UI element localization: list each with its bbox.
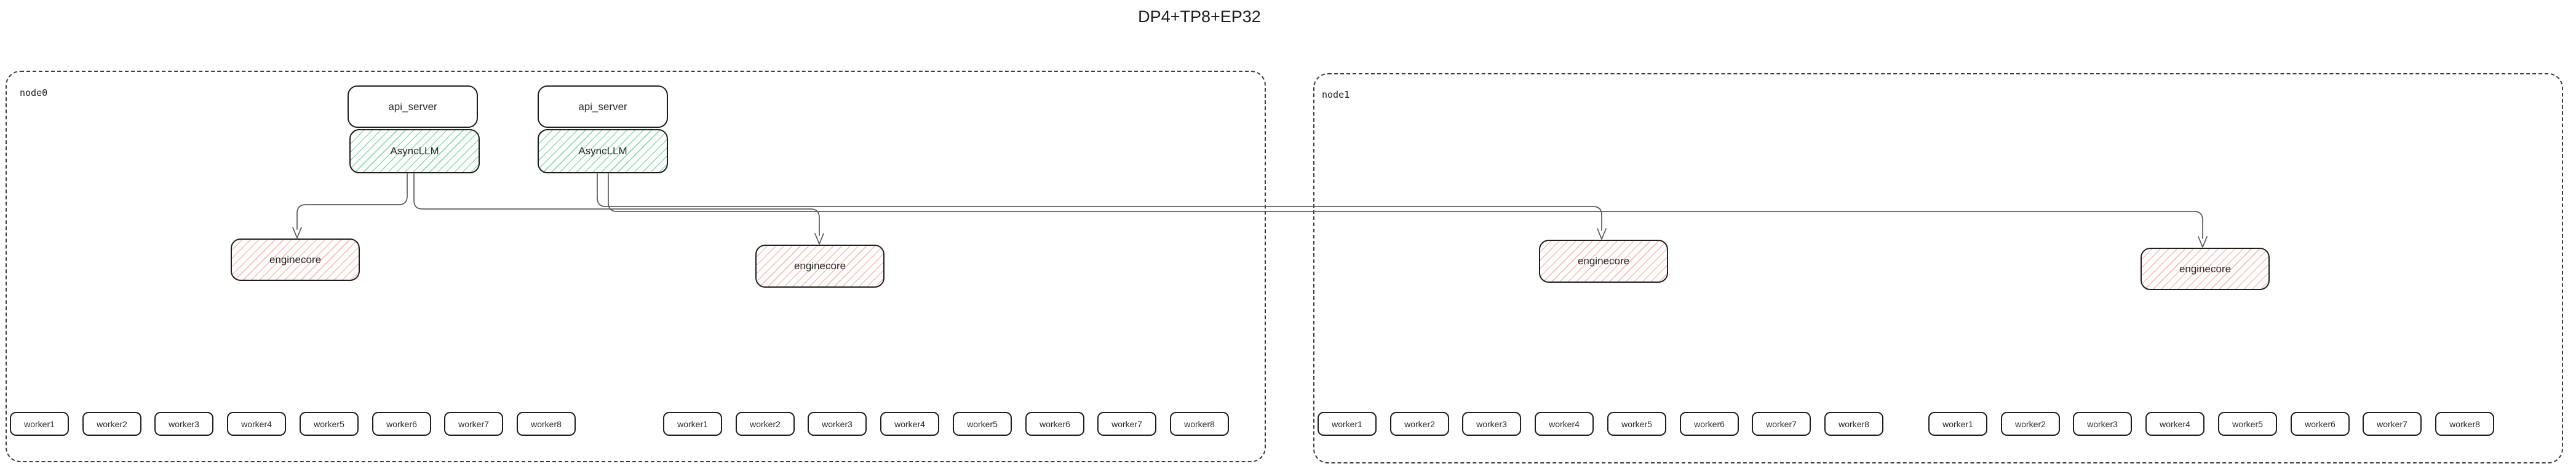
worker-box-node0-g2-1: worker1 (663, 412, 722, 436)
worker-box-node1-g2-7: worker7 (2363, 412, 2422, 436)
worker-box-node1-g1-8: worker8 (1824, 412, 1883, 436)
worker-box-node0-g2-8: worker8 (1170, 412, 1229, 436)
worker-box-node0-g1-1: worker1 (10, 412, 69, 436)
worker-box-node1-g1-2: worker2 (1390, 412, 1449, 436)
worker-box-node1-g1-6: worker6 (1680, 412, 1739, 436)
api-server-box-2: api_server (538, 85, 668, 128)
node0-label: node0 (20, 87, 48, 98)
worker-box-node1-g1-1: worker1 (1318, 412, 1377, 436)
worker-box-node1-g2-4: worker4 (2145, 412, 2204, 436)
worker-box-node0-g2-2: worker2 (736, 412, 795, 436)
enginecore-box-2: enginecore (755, 245, 885, 288)
worker-box-node0-g1-6: worker6 (372, 412, 431, 436)
worker-box-node0-g2-6: worker6 (1025, 412, 1084, 436)
worker-box-node1-g2-8: worker8 (2435, 412, 2494, 436)
diagram-title: DP4+TP8+EP32 (1138, 7, 1261, 26)
api-server-box-1: api_server (348, 85, 478, 128)
enginecore-box-3: enginecore (1539, 240, 1668, 283)
worker-box-node0-g2-3: worker3 (808, 412, 867, 436)
node1-container: node1 (1313, 73, 2563, 463)
enginecore-box-1: enginecore (231, 238, 360, 281)
node1-label: node1 (1322, 89, 1350, 100)
enginecore-box-4: enginecore (2141, 248, 2270, 290)
worker-box-node1-g1-3: worker3 (1462, 412, 1521, 436)
worker-box-node0-g1-2: worker2 (82, 412, 141, 436)
worker-box-node1-g1-5: worker5 (1607, 412, 1666, 436)
worker-box-node1-g2-5: worker5 (2218, 412, 2277, 436)
node0-container: node0 (6, 71, 1266, 462)
worker-box-node1-g1-7: worker7 (1752, 412, 1811, 436)
worker-box-node0-g1-3: worker3 (154, 412, 213, 436)
worker-box-node1-g2-3: worker3 (2073, 412, 2132, 436)
worker-box-node1-g2-1: worker1 (1928, 412, 1987, 436)
worker-box-node0-g1-7: worker7 (444, 412, 503, 436)
worker-box-node1-g1-4: worker4 (1535, 412, 1594, 436)
worker-box-node1-g2-6: worker6 (2291, 412, 2350, 436)
asyncllm-box-2: AsyncLLM (538, 129, 668, 173)
worker-box-node0-g2-4: worker4 (880, 412, 939, 436)
worker-box-node0-g1-5: worker5 (300, 412, 359, 436)
asyncllm-box-1: AsyncLLM (349, 129, 480, 173)
worker-box-node0-g1-8: worker8 (517, 412, 576, 436)
worker-box-node1-g2-2: worker2 (2001, 412, 2060, 436)
worker-box-node0-g2-5: worker5 (953, 412, 1012, 436)
worker-box-node0-g2-7: worker7 (1097, 412, 1156, 436)
worker-box-node0-g1-4: worker4 (227, 412, 286, 436)
